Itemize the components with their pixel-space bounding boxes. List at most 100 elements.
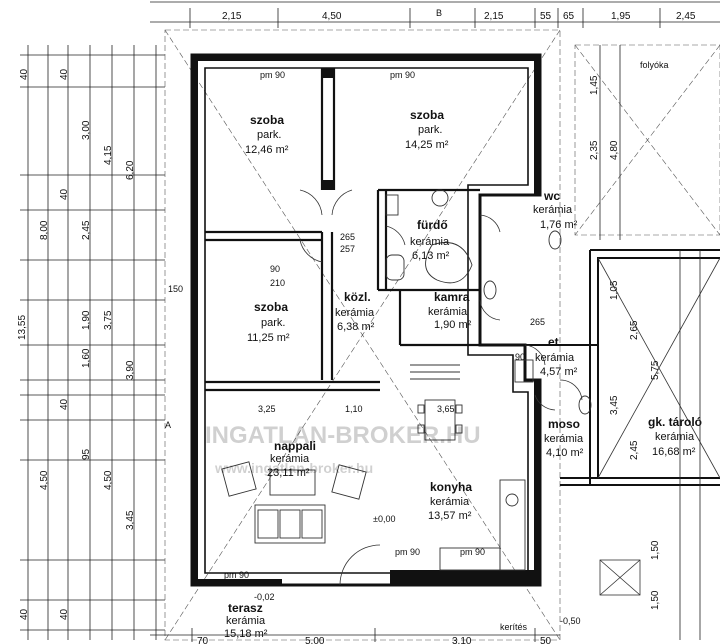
room-area: 1,90 m² <box>434 319 472 331</box>
left-dim-c: 3,45 <box>125 510 136 530</box>
room-name: közl. <box>344 290 371 304</box>
garage-walls <box>480 249 720 486</box>
section-a: A <box>165 420 171 430</box>
interior-dim: 90 <box>270 264 280 274</box>
room-name: nappali <box>274 439 316 453</box>
top-dim-6: 1,95 <box>611 11 631 22</box>
interior-dim: 3,25 <box>258 404 276 414</box>
room-area: 13,57 m² <box>428 510 472 522</box>
watermark-url: www.ingatlan-broker.hu <box>214 460 373 476</box>
door-swings <box>299 189 583 586</box>
room-wc: wc kerámia 1,76 m² <box>533 189 578 231</box>
room-material: kerámia <box>430 496 470 508</box>
top-dim-4: 55 <box>540 11 552 22</box>
left-dim-l: 1,60 <box>81 348 92 368</box>
room-material: kerámia <box>428 306 468 318</box>
right-dim: 4,80 <box>609 140 620 160</box>
top-dim-5: 65 <box>563 11 575 22</box>
left-dim-j: 2,45 <box>81 220 92 240</box>
room-name: szoba <box>254 300 288 314</box>
right-dim: 3,45 <box>609 395 620 415</box>
watermark: INGATLAN-BROKER.HU www.ingatlan-broker.h… <box>205 422 481 476</box>
window-label: pm 90 <box>224 570 249 580</box>
window-label: pm 90 <box>460 547 485 557</box>
left-dim-s: 40 <box>19 608 30 620</box>
room-kozl: közl. kerámia 6,38 m² <box>335 290 375 333</box>
left-dim-i: 3,00 <box>81 120 92 140</box>
left-dim-r: 40 <box>19 68 30 80</box>
room-area: 4,10 m² <box>546 447 584 459</box>
left-dimensions <box>20 45 165 640</box>
room-name: et. <box>548 335 562 349</box>
left-dim-a: 6,20 <box>125 160 136 180</box>
right-dim: 5,75 <box>650 360 661 380</box>
top-dim-1: 2,15 <box>222 11 242 22</box>
room-material: kerámia <box>535 352 575 364</box>
room-material: kerámia <box>335 307 375 319</box>
room-name: szoba <box>410 108 444 122</box>
room-area: 14,25 m² <box>405 139 449 151</box>
interior-dim: 265 <box>530 317 545 327</box>
room-area: 15,18 m² <box>224 628 268 640</box>
room-konyha: konyha kerámia 13,57 m² <box>428 480 472 522</box>
bottom-dim: 3,10 <box>452 636 472 644</box>
interior-dim: 257 <box>340 244 355 254</box>
room-area: 23,11 m² <box>267 467 310 479</box>
room-name: terasz <box>228 601 263 615</box>
right-dim: 1,45 <box>589 75 600 95</box>
left-dim-k: 1,90 <box>81 310 92 330</box>
left-dim-d: 4,15 <box>103 145 114 165</box>
room-name: gk. tároló <box>648 415 702 429</box>
wall-hatch <box>192 55 540 585</box>
room-name: moso <box>548 417 580 431</box>
left-dim-f: 4,50 <box>103 470 114 490</box>
window-label: pm 90 <box>390 70 415 80</box>
room-material: kerámia <box>410 236 450 248</box>
bottom-dimensions <box>150 628 560 642</box>
watermark-text: INGATLAN-BROKER.HU <box>205 422 481 449</box>
left-dim-e: 3,75 <box>103 310 114 330</box>
room-area: 4,57 m² <box>540 366 578 378</box>
top-dim-3: 2,15 <box>484 11 504 22</box>
room-name: kamra <box>434 290 470 304</box>
left-dim-q: 40 <box>59 608 70 620</box>
room-area: 16,68 m² <box>652 446 696 458</box>
room-szoba-2: szoba park. 14,25 m² <box>405 108 449 151</box>
room-area: 6,13 m² <box>412 250 450 262</box>
fence-label: kerítés <box>500 622 528 632</box>
room-material: kerámia <box>533 204 573 216</box>
bottom-dim: 5,00 <box>305 636 325 644</box>
walls <box>190 53 542 587</box>
top-dim-2: 4,50 <box>322 11 342 22</box>
left-dim-m: 95 <box>81 448 92 460</box>
room-name: konyha <box>430 480 472 494</box>
interior-dim: 3,65 <box>437 404 455 414</box>
room-name: szoba <box>250 113 284 127</box>
room-et: et. kerámia 4,57 m² <box>535 335 578 378</box>
gutter-label: folyóka <box>640 60 669 70</box>
right-dim: 2,45 <box>629 440 640 460</box>
room-area: 12,46 m² <box>245 144 289 156</box>
interior-dim: 265 <box>340 232 355 242</box>
left-dim-b: 3,90 <box>125 360 136 380</box>
bottom-dim: 70 <box>197 636 209 644</box>
right-dimensions <box>599 45 701 640</box>
room-moso: moso kerámia 4,10 m² <box>544 417 584 459</box>
interior-dim: 90 <box>515 352 525 362</box>
room-material: kerámia <box>655 431 695 443</box>
room-furdo: fürdő kerámia 6,13 m² <box>410 218 450 262</box>
left-dim-p: 40 <box>59 398 70 410</box>
window-label: pm 90 <box>260 70 285 80</box>
left-dim-h: 4,50 <box>39 470 50 490</box>
site-lines <box>164 29 720 641</box>
section-b: B <box>436 8 442 18</box>
room-material: kerámia <box>226 615 266 627</box>
bottom-dim: 50 <box>540 636 552 644</box>
level-zero: ±0,00 <box>373 514 395 524</box>
room-material: park. <box>257 129 281 141</box>
left-dim-total: 13,55 <box>17 315 28 340</box>
interior-dim: 150 <box>168 284 183 294</box>
room-material: park. <box>418 124 442 136</box>
right-dim: 2,35 <box>589 140 600 160</box>
